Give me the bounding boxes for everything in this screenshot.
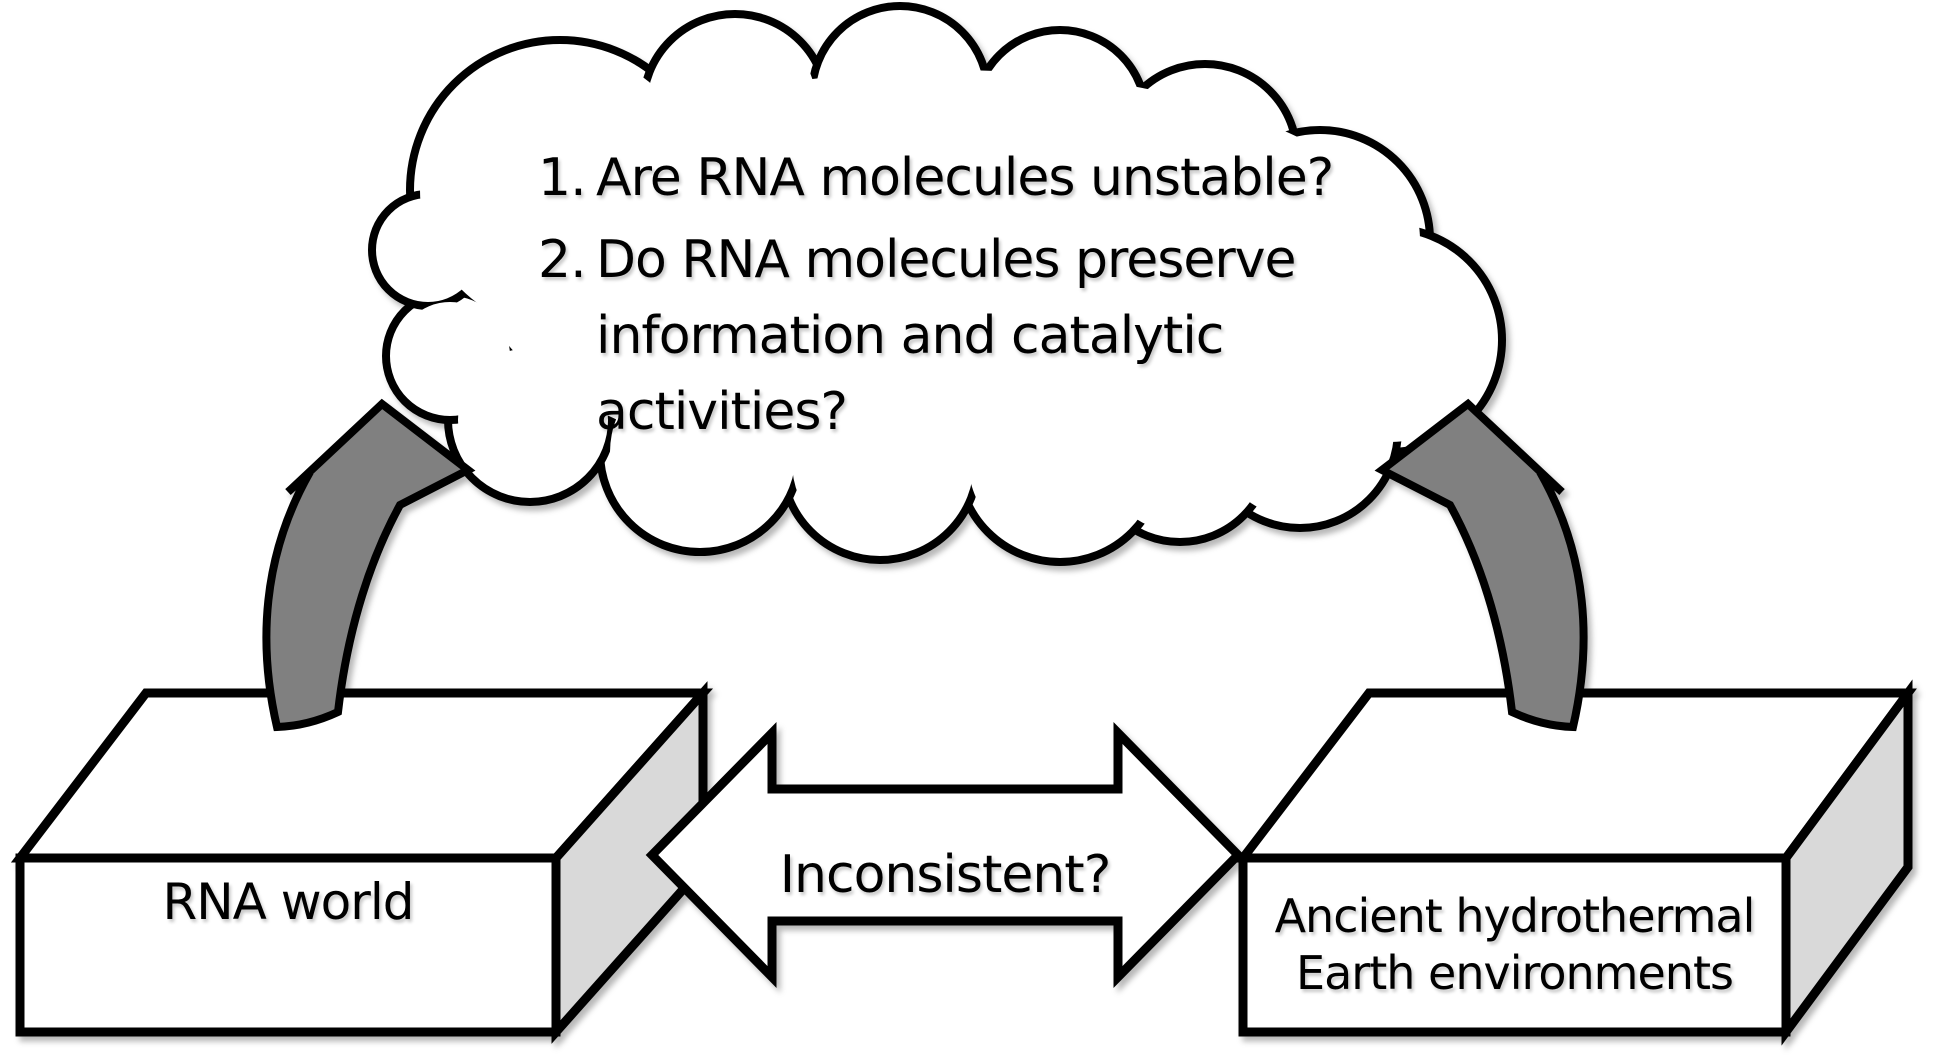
left-box-label: RNA world	[20, 858, 556, 1046]
inconsistent-label-text: Inconsistent?	[779, 845, 1112, 905]
left-box-front-face	[15, 853, 561, 1037]
cloud-question-list: 1. Are RNA molecules unstable? 2. Do RNA…	[538, 140, 1378, 456]
curved-arrow-right	[1374, 398, 1588, 732]
cloud-question-2: 2. Do RNA molecules preserve information…	[538, 222, 1378, 450]
right-box-label: Ancient hydrothermal Earth environments	[1243, 858, 1786, 1032]
left-box	[10, 681, 714, 1044]
right-box	[1233, 679, 1917, 1046]
cloud-question-1: 1. Are RNA molecules unstable?	[538, 140, 1378, 216]
question-1-number: 1.	[538, 148, 587, 208]
curved-arrow-left	[262, 398, 476, 732]
right-box-label-text: Ancient hydrothermal Earth environments	[1274, 889, 1756, 1000]
inconsistent-label: Inconsistent?	[772, 845, 1118, 905]
left-box-label-text: RNA world	[162, 873, 415, 931]
question-1-text: Are RNA molecules unstable?	[596, 148, 1334, 208]
question-2-number: 2.	[538, 230, 587, 290]
double-arrow	[645, 722, 1245, 988]
thought-cloud-interior	[382, 16, 1492, 552]
question-2-text: Do RNA molecules preserve information an…	[596, 230, 1297, 442]
right-box-front-face	[1238, 853, 1791, 1037]
